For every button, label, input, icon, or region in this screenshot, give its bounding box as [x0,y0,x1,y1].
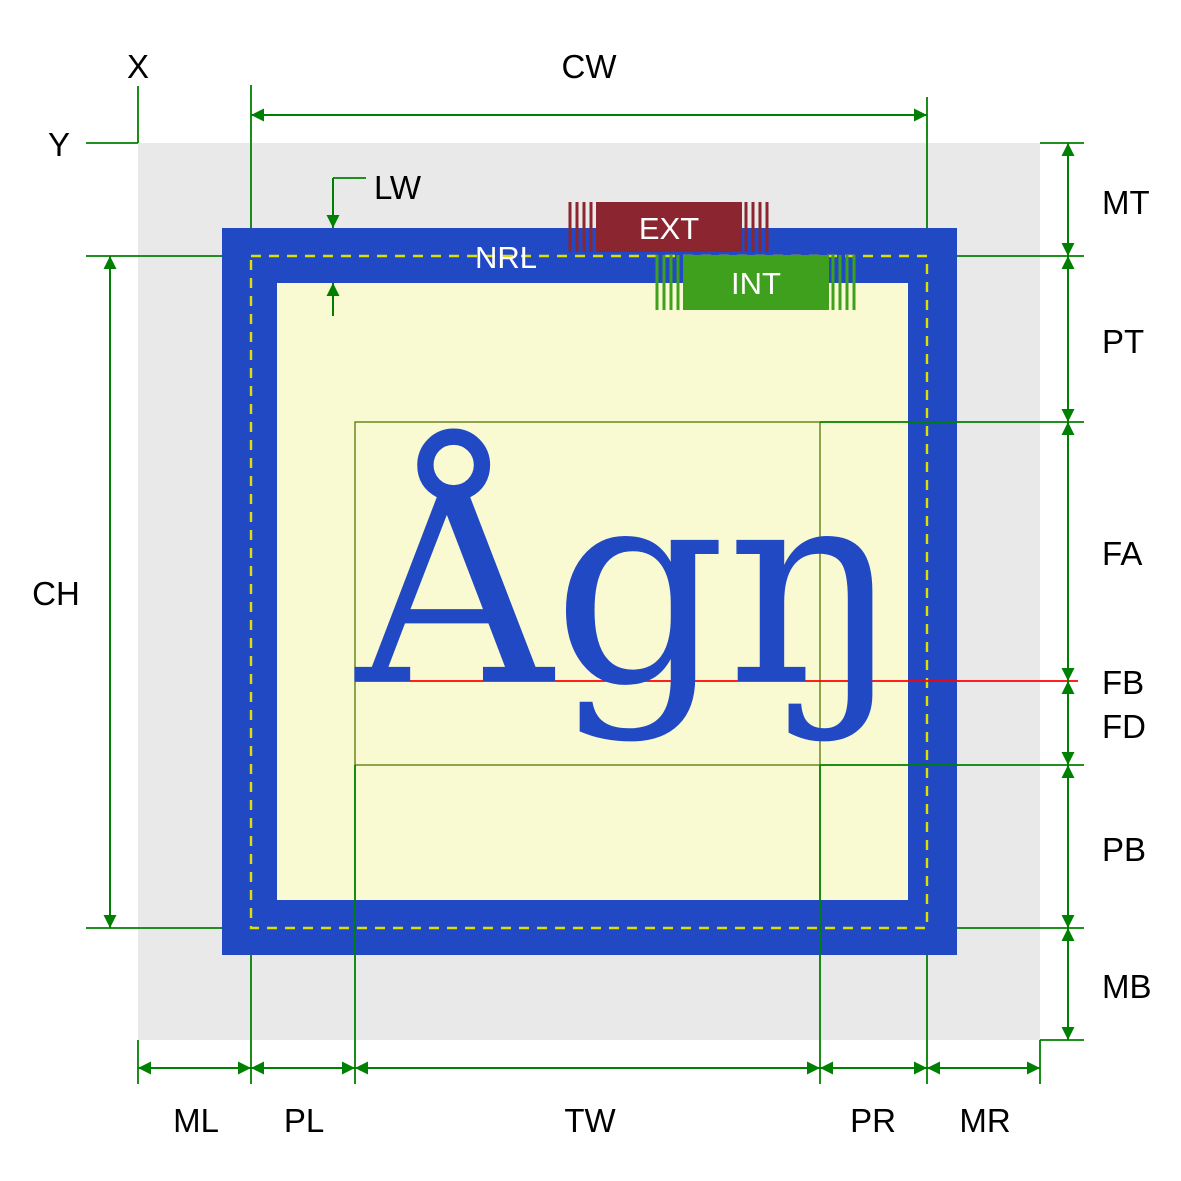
label-fb: FB [1102,664,1144,701]
int-marker: INT [655,255,856,310]
label-pl: PL [284,1102,324,1139]
ext-hatch-lines [568,202,769,252]
int-solid-box [683,255,829,310]
ext-label: EXT [639,211,699,246]
label-origin-x: X [127,48,149,85]
lw-annotation [326,177,366,316]
label-tw: TW [564,1102,616,1139]
label-pr: PR [850,1102,896,1139]
int-label: INT [731,266,781,301]
label-lw: LW [374,169,422,206]
label-mb: MB [1102,968,1152,1005]
label-cw: CW [562,48,618,85]
label-pt: PT [1102,323,1144,360]
content-box [277,283,908,900]
metric-labels: X Y CW LW CH MT PT FA FB FD PB MB ML PL … [32,48,1151,1139]
label-mt: MT [1102,184,1150,221]
ext-solid-box [596,202,742,252]
label-ch: CH [32,575,80,612]
label-fd: FD [1102,708,1146,745]
int-hatch-lines [655,255,856,310]
sample-glyphs: Ågŋ [352,426,902,746]
nrl-label: NRL [475,240,537,275]
text-box-outline [354,421,821,766]
label-fa: FA [1102,535,1142,572]
label-origin-y: Y [48,126,70,163]
label-mr: MR [959,1102,1010,1139]
ext-marker: EXT [568,202,769,252]
nrl-dashed-outline [249,254,929,930]
label-pb: PB [1102,831,1146,868]
label-ml: ML [173,1102,219,1139]
